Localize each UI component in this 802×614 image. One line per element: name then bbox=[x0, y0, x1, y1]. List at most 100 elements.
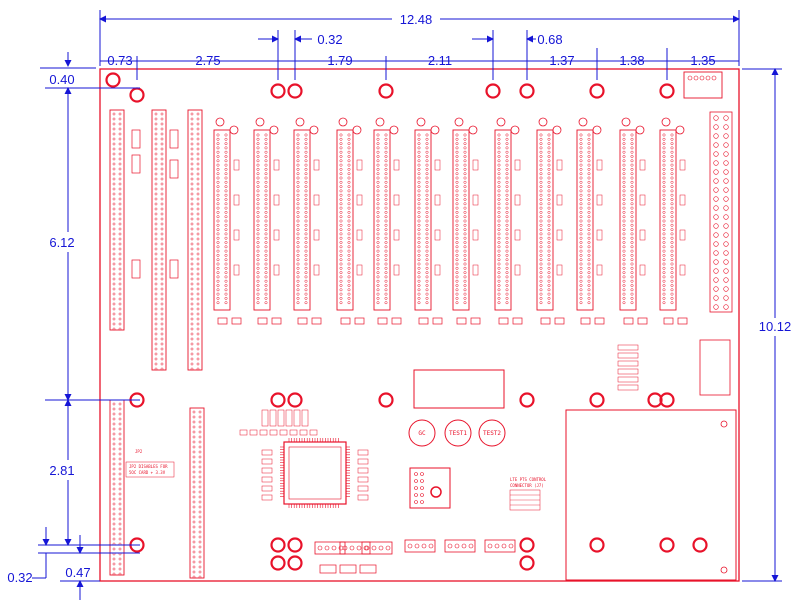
resistor bbox=[239, 429, 248, 436]
dim-left-top-offset: 0.40 bbox=[49, 72, 74, 87]
mounting-hole bbox=[287, 83, 303, 99]
capacitor bbox=[261, 476, 273, 483]
mounting-hole bbox=[270, 537, 286, 553]
dim-top-6: 0.68 bbox=[537, 32, 562, 47]
dim-overall-height: 10.12 bbox=[759, 319, 792, 334]
mounting-hole bbox=[519, 83, 535, 99]
switch-block bbox=[699, 339, 731, 396]
mounting-hole bbox=[270, 83, 286, 99]
dim-left-bottom-a: 0.32 bbox=[7, 570, 32, 585]
test-point-test2: TEST2 bbox=[478, 419, 506, 447]
small-component bbox=[131, 129, 141, 149]
dim-left-bottom-b: 0.47 bbox=[65, 565, 90, 580]
slot-connector bbox=[293, 117, 322, 325]
capacitor bbox=[261, 485, 273, 492]
resistor bbox=[289, 429, 298, 436]
svg-text:TEST2: TEST2 bbox=[483, 430, 501, 437]
mounting-hole bbox=[105, 72, 121, 88]
mounting-hole bbox=[485, 83, 501, 99]
left-slot-group bbox=[109, 109, 205, 579]
resistor bbox=[269, 429, 278, 436]
mounting-hole bbox=[378, 83, 394, 99]
isa-slot bbox=[109, 399, 125, 576]
top-mounting-holes bbox=[105, 72, 708, 571]
resistor-array bbox=[301, 409, 309, 427]
test-point-gc: GC bbox=[408, 419, 436, 447]
mounting-hole bbox=[270, 392, 286, 408]
slot-connector bbox=[414, 117, 443, 325]
slot-connector bbox=[336, 117, 365, 325]
led bbox=[617, 344, 639, 351]
mounting-hole bbox=[129, 87, 145, 103]
dim-top-7: 1.37 bbox=[549, 53, 574, 68]
mounting-hole bbox=[659, 392, 675, 408]
header-connector bbox=[359, 564, 377, 574]
resistor-array bbox=[261, 409, 269, 427]
blank-area bbox=[413, 369, 505, 409]
slot-connector bbox=[576, 117, 605, 325]
dimensions: 12.48 0.73 2.75 0.32 1.79 2.11 0.68 1.37… bbox=[7, 10, 791, 600]
svg-text:JP2: JP2 bbox=[135, 449, 143, 454]
slot-connector bbox=[253, 117, 282, 325]
slot-connector bbox=[452, 117, 481, 325]
resistor bbox=[309, 429, 318, 436]
resistor bbox=[259, 429, 268, 436]
svg-text:GC: GC bbox=[418, 430, 426, 437]
small-component bbox=[131, 154, 141, 174]
slot-connector bbox=[494, 117, 523, 325]
mounting-hole bbox=[692, 537, 708, 553]
resistor-array bbox=[269, 409, 277, 427]
slot-connector bbox=[213, 117, 242, 325]
led bbox=[617, 368, 639, 375]
header-connector bbox=[339, 564, 357, 574]
isa-slot bbox=[109, 109, 125, 331]
header-connector bbox=[314, 541, 346, 555]
dim-top-8: 1.38 bbox=[619, 53, 644, 68]
mounting-hole bbox=[589, 83, 605, 99]
capacitor bbox=[357, 458, 369, 465]
dim-top-2: 2.75 bbox=[195, 53, 220, 68]
capacitor bbox=[357, 476, 369, 483]
mounting-hole bbox=[519, 555, 535, 571]
resistor bbox=[249, 429, 258, 436]
capacitor bbox=[357, 449, 369, 456]
right-connector-area bbox=[617, 71, 733, 574]
resistor bbox=[279, 429, 288, 436]
mounting-hole bbox=[659, 537, 675, 553]
header-connector bbox=[319, 564, 337, 574]
capacitor bbox=[357, 494, 369, 501]
small-component bbox=[169, 259, 179, 279]
header-connector bbox=[444, 539, 476, 553]
resistor bbox=[299, 429, 308, 436]
mounting-hole bbox=[378, 392, 394, 408]
mounting-hole bbox=[287, 555, 303, 571]
small-component bbox=[169, 159, 179, 179]
dim-top-5: 2.11 bbox=[428, 53, 452, 68]
mounting-hole bbox=[287, 392, 303, 408]
svg-text:5OC CARD + 3.3V: 5OC CARD + 3.3V bbox=[129, 470, 166, 475]
test-point-test1: TEST1 bbox=[444, 419, 472, 447]
connector-note: LTE PTS CONTROL CONNECTOR (J7) bbox=[509, 477, 547, 511]
connector-j7 bbox=[409, 467, 451, 509]
board-outline bbox=[99, 68, 740, 582]
mounting-hole bbox=[589, 537, 605, 553]
small-component bbox=[131, 259, 141, 279]
small-component bbox=[169, 129, 179, 149]
header-connector bbox=[404, 539, 436, 553]
dim-top-4: 1.79 bbox=[327, 53, 352, 68]
capacitor bbox=[261, 494, 273, 501]
right-header bbox=[709, 111, 733, 313]
dim-left-middle: 2.81 bbox=[49, 463, 74, 478]
led bbox=[617, 384, 639, 391]
led bbox=[617, 352, 639, 359]
resistor-array bbox=[293, 409, 301, 427]
svg-text:JP2 DISABLES FOR: JP2 DISABLES FOR bbox=[129, 464, 168, 469]
header-connector bbox=[484, 539, 516, 553]
capacitor bbox=[261, 458, 273, 465]
lower-components: GC TEST1 TEST2 LTE PTS CONTROL CONNECTOR… bbox=[125, 369, 547, 574]
led bbox=[617, 360, 639, 367]
mounting-hole bbox=[519, 392, 535, 408]
jumper-note: JP2 JP2 DISABLES FOR 5OC CARD + 3.3V bbox=[125, 449, 175, 478]
capacitor bbox=[357, 485, 369, 492]
